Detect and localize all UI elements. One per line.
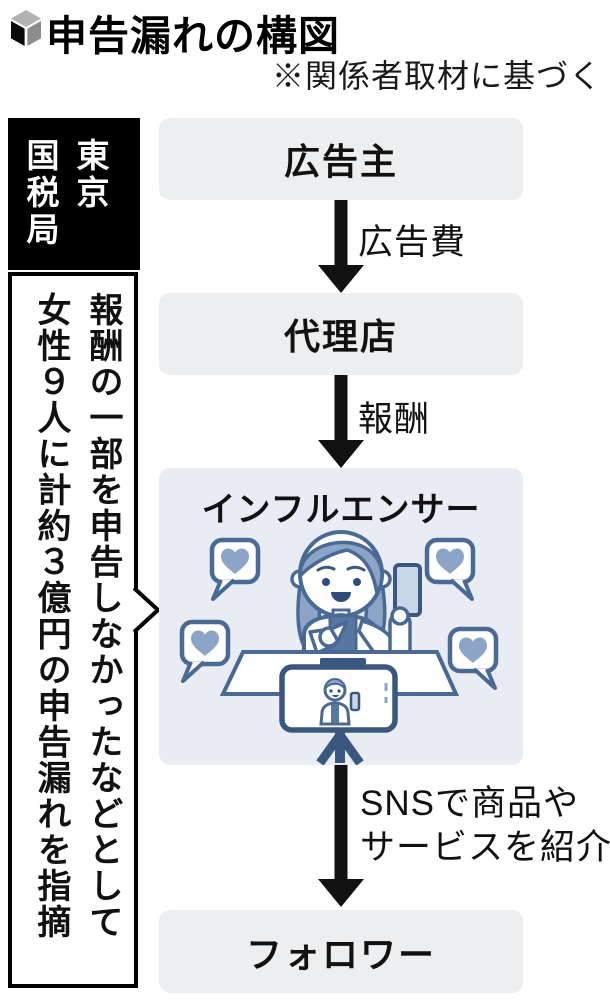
finding-text: 報酬の一部を申告しなかったなどとして 女性９人に計約３億円の申告漏れを指摘 (32, 292, 122, 940)
flow-box-agency: 代理店 (159, 293, 523, 375)
page-title: 申告漏れの構図 (46, 13, 340, 59)
arrow-down-icon (317, 375, 365, 468)
heart-speech-bubble-icon (427, 540, 473, 599)
influencer-woman (290, 530, 422, 661)
influencer-illustration (159, 530, 523, 765)
source-note: ※関係者取材に基づく (271, 58, 602, 94)
arrow-label-sns: SNSで商品や サービスを紹介 (360, 784, 610, 867)
callout-pointer-icon (132, 586, 160, 634)
heart-speech-bubble-icon (182, 622, 228, 681)
arrow-down-icon (317, 200, 365, 293)
flow-box-followers: フォロワー (159, 910, 523, 993)
heart-speech-bubble-icon (212, 540, 258, 599)
cube-icon (11, 10, 41, 46)
tax-bureau-panel: 東京 国税局 (8, 118, 140, 270)
tax-bureau-label: 東京 国税局 (22, 138, 109, 249)
arrow-label-compensation: 報酬 (358, 400, 431, 439)
heart-speech-bubble-icon (450, 629, 496, 688)
finding-panel: 報酬の一部を申告しなかったなどとして 女性９人に計約３億円の申告漏れを指摘 (8, 272, 138, 988)
woman-on-screen (319, 678, 361, 726)
phone-on-tripod-icon (279, 658, 398, 765)
arrow-label-ad-fee: 広告費 (358, 223, 467, 262)
flow-box-advertiser: 広告主 (159, 118, 523, 200)
arrow-down-icon (317, 765, 365, 907)
